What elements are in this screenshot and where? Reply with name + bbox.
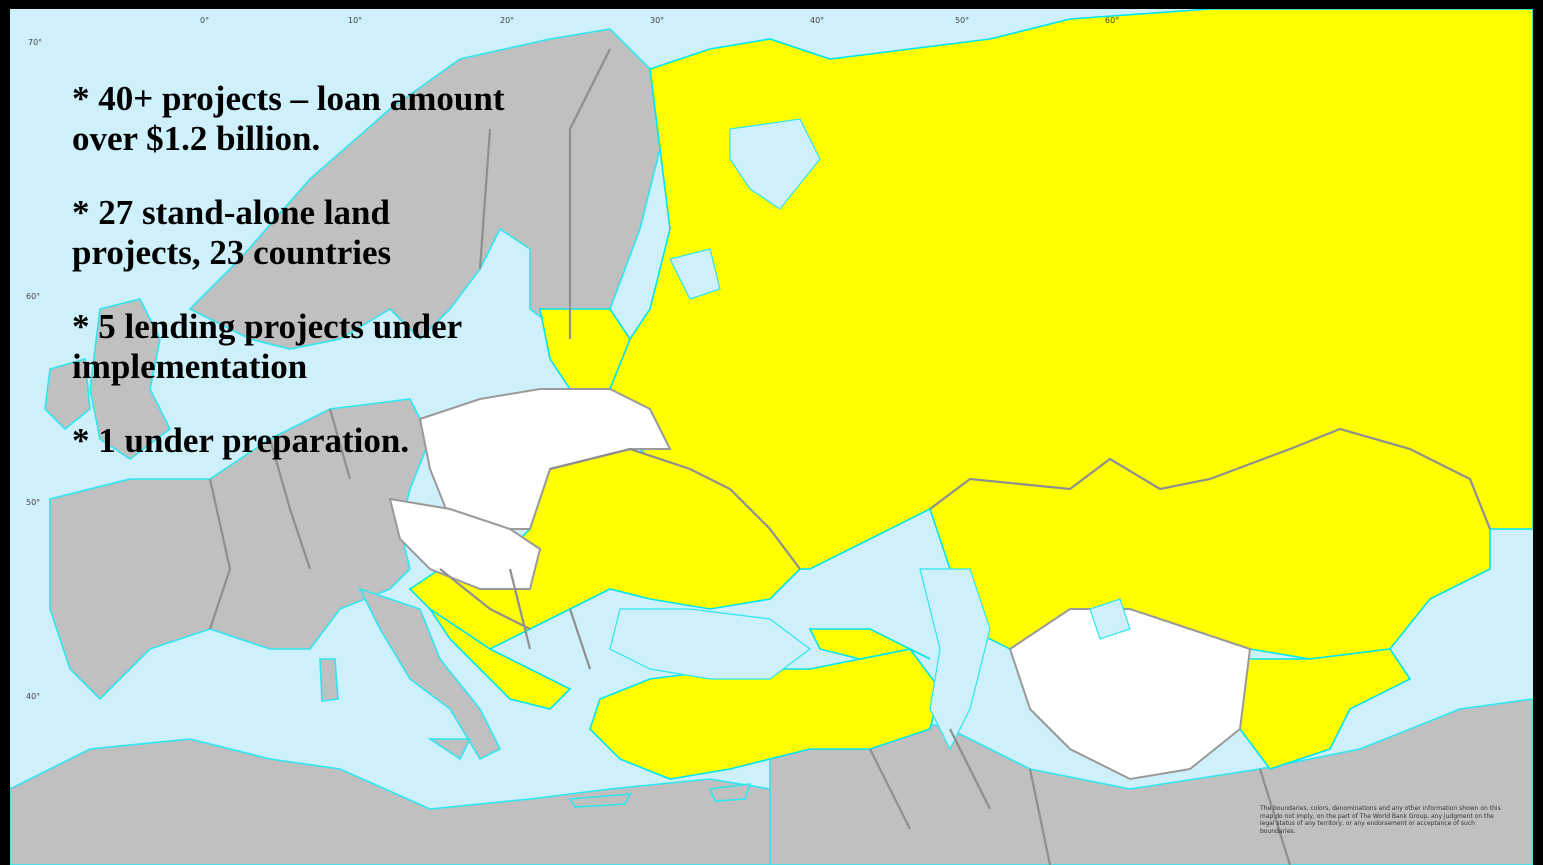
island-crete <box>568 793 632 808</box>
island-sardinia <box>319 658 339 702</box>
land-balkans-south <box>429 608 572 710</box>
border-scandinavia <box>478 48 611 339</box>
map-disclaimer: The boundaries, colors, denominations an… <box>1260 805 1501 835</box>
bullet-stand-alone: * 27 stand-alone land projects, 23 count… <box>72 193 392 272</box>
lon-label-10: 10° <box>348 16 362 25</box>
border-russia-kazakhstan <box>929 427 1492 530</box>
island-sicily <box>427 738 472 761</box>
lon-label-20: 20° <box>500 16 514 25</box>
land-kyrgyz-tajik <box>1229 648 1412 770</box>
caspian-sea <box>919 568 991 751</box>
land-north-africa <box>10 738 771 865</box>
europe-central-asia-map: 0° 10° 20° 30° 40° 50° 60° 70° 60° 50° 4… <box>10 9 1533 865</box>
lat-label-50: 50° <box>26 498 40 507</box>
bullet-preparation: * 1 under preparation. <box>72 421 410 460</box>
land-caucasus <box>808 628 931 660</box>
lon-label-50: 50° <box>955 16 969 25</box>
border-ukraine <box>549 447 801 570</box>
border-balkans <box>439 568 592 670</box>
land-british-isles <box>89 298 172 460</box>
aral-sea <box>1089 598 1131 640</box>
lat-label-40: 40° <box>26 692 40 701</box>
land-czech-hungary <box>388 497 542 590</box>
border-middle-east <box>869 728 1292 865</box>
lon-label-60: 60° <box>1105 16 1119 25</box>
lake-ladoga <box>669 248 721 300</box>
land-italy <box>358 587 502 761</box>
lat-label-70: 70° <box>28 38 42 47</box>
bullet-lending: * 5 lending projects under implementatio… <box>72 307 463 386</box>
land-middle-east <box>769 698 1533 865</box>
land-western-europe <box>49 398 431 701</box>
lon-label-40: 40° <box>810 16 824 25</box>
lat-label-60: 60° <box>26 292 40 301</box>
border-western-europe <box>208 408 352 630</box>
map-frame: 0° 10° 20° 30° 40° 50° 60° 70° 60° 50° 4… <box>10 9 1533 865</box>
lon-label-30: 30° <box>650 16 664 25</box>
bullet-panel: * 40+ projects – loan amount over $1.2 b… <box>72 79 632 495</box>
island-cyprus <box>708 783 752 802</box>
land-ireland <box>44 357 91 431</box>
bullet-projects: * 40+ projects – loan amount over $1.2 b… <box>72 79 505 158</box>
lon-label-0: 0° <box>200 16 209 25</box>
white-sea <box>729 118 821 210</box>
black-sea <box>609 608 811 680</box>
